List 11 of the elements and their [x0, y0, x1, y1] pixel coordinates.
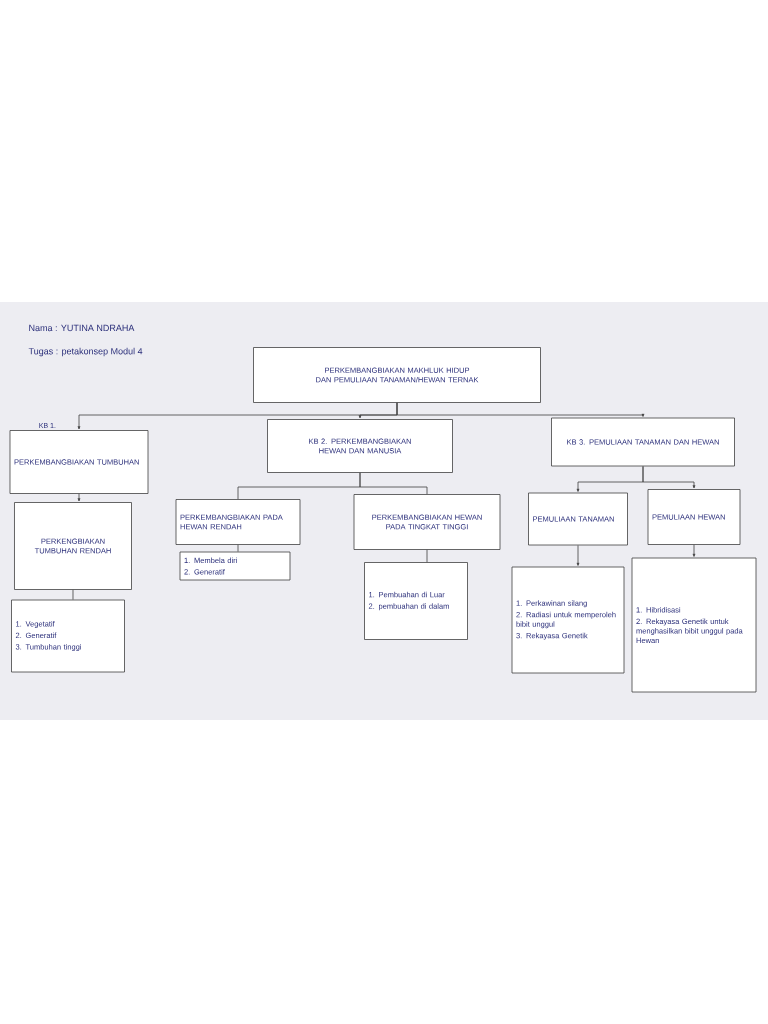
connector: [237, 544, 239, 552]
connector: [72, 589, 74, 600]
connector: [642, 466, 696, 489]
connector: [396, 402, 645, 417]
connector: [426, 549, 428, 563]
header-text: Tugas : petakonsep Modul 4: [28, 347, 143, 357]
connector: [77, 493, 81, 502]
connector: [692, 544, 696, 557]
header-text: Nama : YUTINA NDRAHA: [29, 324, 135, 332]
connector: [359, 472, 428, 495]
connector: [576, 545, 580, 566]
